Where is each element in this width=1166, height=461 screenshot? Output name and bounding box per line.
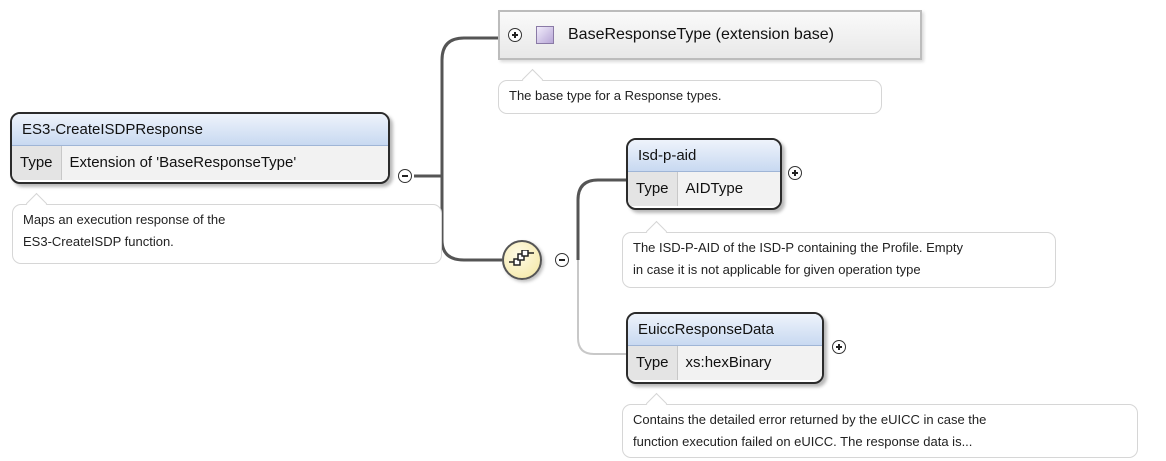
child-2-annotation-line-1: Contains the detailed error returned by … — [633, 412, 987, 427]
sequence-icon — [509, 250, 534, 266]
extension-annotation-text: The base type for a Response types. — [509, 88, 722, 103]
child-2-type-value: xs:hexBinary — [677, 346, 822, 380]
connector-sequence — [440, 176, 502, 262]
child-2-type-key: Type — [628, 346, 678, 380]
child-1-annotation-line-2: in case it is not applicable for given o… — [633, 262, 921, 277]
extension-base-box[interactable]: BaseResponseType (extension base) — [498, 10, 922, 60]
child-1-type-key: Type — [628, 172, 678, 206]
root-element-box[interactable]: ES3-CreateISDPResponse Type Extension of… — [10, 112, 390, 184]
connector-second-child — [577, 260, 626, 355]
child-2-annotation-line-2: function execution failed on eUICC. The … — [633, 434, 973, 449]
root-element-type-key: Type — [12, 146, 62, 180]
sequence-compositor[interactable] — [502, 240, 542, 280]
root-element-name: ES3-CreateISDPResponse — [12, 114, 388, 146]
child-2-expand-icon[interactable] — [832, 340, 846, 354]
extension-annotation: The base type for a Response types. — [498, 68, 882, 114]
root-element-type-value: Extension of 'BaseResponseType' — [61, 146, 388, 180]
child-element-euicc-response-data[interactable]: EuiccResponseData Type xs:hexBinary — [626, 312, 824, 384]
connector-first-child — [576, 178, 626, 260]
root-annotation: Maps an execution response of the ES3-Cr… — [12, 192, 442, 264]
complex-type-icon — [536, 26, 554, 44]
child-1-expand-icon[interactable] — [788, 166, 802, 180]
child-2-annotation: Contains the detailed error returned by … — [622, 392, 1138, 458]
sequence-collapse-icon[interactable] — [555, 253, 569, 267]
root-annotation-line-2: ES3-CreateISDP function. — [23, 234, 174, 249]
extension-base-label: BaseResponseType (extension base) — [568, 26, 834, 43]
connector-extension — [440, 36, 498, 176]
child-1-annotation: The ISD-P-AID of the ISD-P containing th… — [622, 220, 1056, 288]
child-1-name: Isd-p-aid — [628, 140, 780, 172]
extension-expand-icon[interactable] — [508, 28, 522, 42]
child-1-annotation-line-1: The ISD-P-AID of the ISD-P containing th… — [633, 240, 963, 255]
child-element-isd-p-aid[interactable]: Isd-p-aid Type AIDType — [626, 138, 782, 210]
root-collapse-icon[interactable] — [398, 169, 412, 183]
child-2-name: EuiccResponseData — [628, 314, 822, 346]
child-1-type-value: AIDType — [677, 172, 780, 206]
root-annotation-line-1: Maps an execution response of the — [23, 212, 226, 227]
